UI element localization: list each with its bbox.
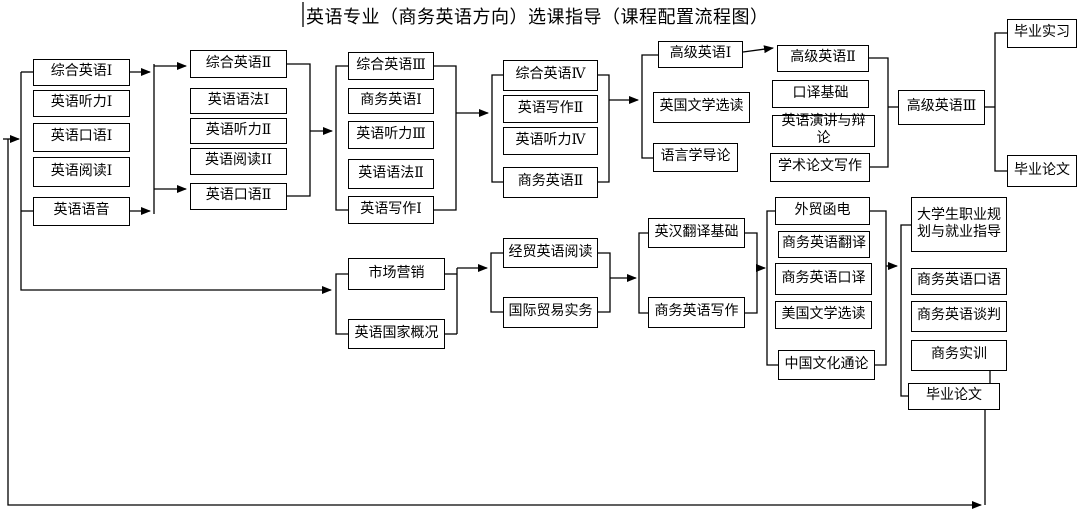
connector-line: [491, 74, 503, 183]
connector-line: [869, 57, 889, 168]
flow-node-biz-meiguowx: 美国文学选读: [775, 301, 872, 329]
flow-node-sem6-yanjiang: 英语演讲与辩论: [772, 114, 875, 147]
connector-arrow: [742, 45, 774, 54]
flow-node-sem2-tingli2: 英语听力Ⅱ: [190, 118, 287, 144]
flow-node-sem5-yuyanxue: 语言学导论: [653, 143, 738, 172]
connector-line: [335, 273, 348, 335]
flow-node-grad-lunwen-top: 毕业论文: [1007, 155, 1077, 187]
flow-node-biz-guojia: 英语国家概况: [348, 319, 445, 349]
flow-node-sem7-gaoji3: 高级英语Ⅲ: [898, 90, 985, 125]
flow-node-biz-zhongguo: 中国文化通论: [778, 350, 875, 380]
flow-node-sem1-yuedu1: 英语阅读Ⅰ: [33, 157, 130, 187]
connector-line: [490, 252, 503, 313]
flow-node-sem4-tingli4: 英语听力Ⅳ: [503, 127, 598, 155]
flow-node-biz-guomao: 国际贸易实务: [503, 297, 598, 328]
flow-node-sem3-tingli3: 英语听力Ⅲ: [348, 121, 434, 149]
flow-node-biz-swfanyi: 商务英语翻译: [778, 231, 870, 258]
flow-node-sem6-gaoji2: 高级英语Ⅱ: [777, 45, 869, 72]
flow-node-sem3-yufa2: 英语语法Ⅱ: [348, 159, 434, 189]
flow-node-sem5-yingguowx: 英国文学选读: [653, 92, 750, 123]
flow-node-fin-tanpan: 商务英语谈判: [911, 301, 1007, 332]
flow-node-sem1-yuyin: 英语语音: [33, 197, 130, 226]
diagram-title: 英语专业（商务英语方向）选课指导（课程配置流程图）: [306, 7, 769, 27]
flow-node-sem4-zonghe4: 综合英语Ⅳ: [503, 60, 598, 91]
flow-node-biz-swkouyi: 商务英语口译: [775, 263, 872, 295]
connector-line: [287, 63, 311, 197]
flow-node-biz-fanyi: 英汉翻译基础: [648, 218, 745, 248]
flow-node-sem2-yuedu2: 英语阅读ⅠⅠ: [190, 148, 287, 175]
connector-arrow: [7, 139, 982, 509]
flow-node-sem5-gaoji1: 高级英语Ⅰ: [658, 41, 743, 68]
connector-line: [994, 32, 1007, 172]
flow-node-sem6-xueshu: 学术论文写作: [770, 153, 870, 182]
flow-node-sem3-shangwu1: 商务英语Ⅰ: [348, 88, 434, 114]
flow-node-fin-zhiye: 大学生职业规划与就业指导: [911, 197, 1007, 252]
flow-node-sem4-shangwu2: 商务英语Ⅱ: [503, 167, 598, 198]
connector-line: [638, 232, 648, 314]
connector-line: [434, 65, 457, 211]
connector-line: [745, 232, 758, 314]
flow-node-sem1-zonghe1: 综合英语Ⅰ: [33, 59, 130, 86]
connector-line: [900, 224, 911, 397]
connector-line: [870, 210, 887, 366]
connector-line: [641, 54, 658, 159]
flow-node-biz-jingmao: 经贸英语阅读: [503, 238, 598, 268]
connector-line: [598, 252, 611, 313]
flow-node-biz-shichang: 市场营销: [348, 258, 445, 290]
flow-node-sem2-kouyu2: 英语口语Ⅱ: [190, 183, 287, 210]
flow-node-sem6-kouyi: 口译基础: [772, 80, 869, 108]
flow-node-sem1-tingli1: 英语听力Ⅰ: [33, 90, 130, 117]
connector-arrow: [20, 72, 332, 294]
flow-node-biz-xiezuo: 商务英语写作: [648, 297, 745, 328]
flow-node-fin-swkouyu: 商务英语口语: [911, 268, 1007, 295]
flow-node-grad-shixi: 毕业实习: [1007, 19, 1077, 48]
flow-node-sem3-zonghe3: 综合英语Ⅲ: [348, 52, 434, 80]
flow-node-biz-waimao: 外贸函电: [775, 197, 870, 225]
flow-node-sem1-kouyu1: 英语口语Ⅰ: [33, 123, 130, 152]
flow-node-sem4-xiezuo2: 英语写作Ⅱ: [503, 95, 598, 123]
flow-node-sem2-yufa1: 英语语法Ⅰ: [190, 88, 287, 114]
connector-line: [335, 65, 348, 211]
flow-node-fin-lunwen: 毕业论文: [908, 383, 1000, 410]
flow-node-fin-shixun: 商务实训: [911, 340, 1007, 371]
connector-line: [598, 74, 610, 183]
flow-node-sem2-zonghe2: 综合英语Ⅱ: [190, 50, 287, 78]
connector-line: [766, 210, 778, 366]
flow-node-sem3-xiezuo1: 英语写作Ⅰ: [348, 196, 434, 224]
